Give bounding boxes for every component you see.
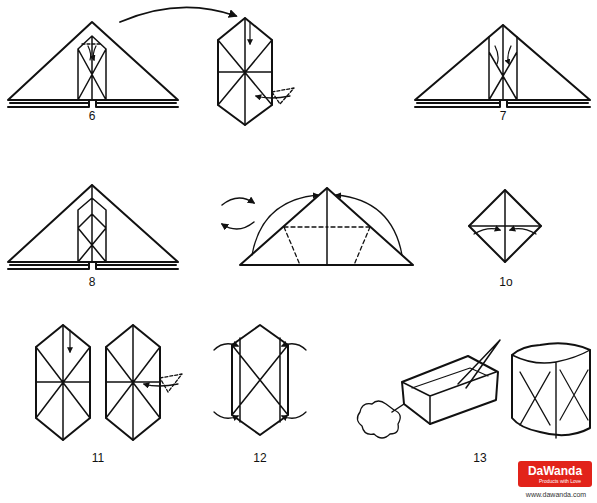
- step6-triangle: [8, 22, 178, 107]
- step-number: 13: [473, 452, 486, 464]
- step7-triangle: [415, 25, 590, 107]
- step-number: 12: [253, 452, 266, 464]
- step8-triangle: [8, 185, 178, 269]
- transition-arrow: [120, 7, 236, 22]
- logo-text: DaWanda: [528, 465, 582, 477]
- step-number: 6: [89, 110, 96, 122]
- website-url: www.dawanda.com: [526, 491, 586, 498]
- step9-triangle: [240, 188, 413, 265]
- step-number: 11: [92, 452, 104, 464]
- logo-tagline: Products with Love: [539, 479, 581, 484]
- step11-units: [36, 325, 182, 440]
- step13-inflate: [357, 340, 590, 438]
- step10-diamond: [469, 190, 541, 262]
- turn-over-arrows: [222, 198, 254, 229]
- step-number: 8: [89, 276, 96, 288]
- logo-badge: [518, 461, 592, 487]
- step-number: 1o: [499, 276, 512, 288]
- step6-unit: [218, 18, 294, 125]
- step12-unit: [214, 325, 306, 435]
- step-number: 7: [500, 110, 507, 122]
